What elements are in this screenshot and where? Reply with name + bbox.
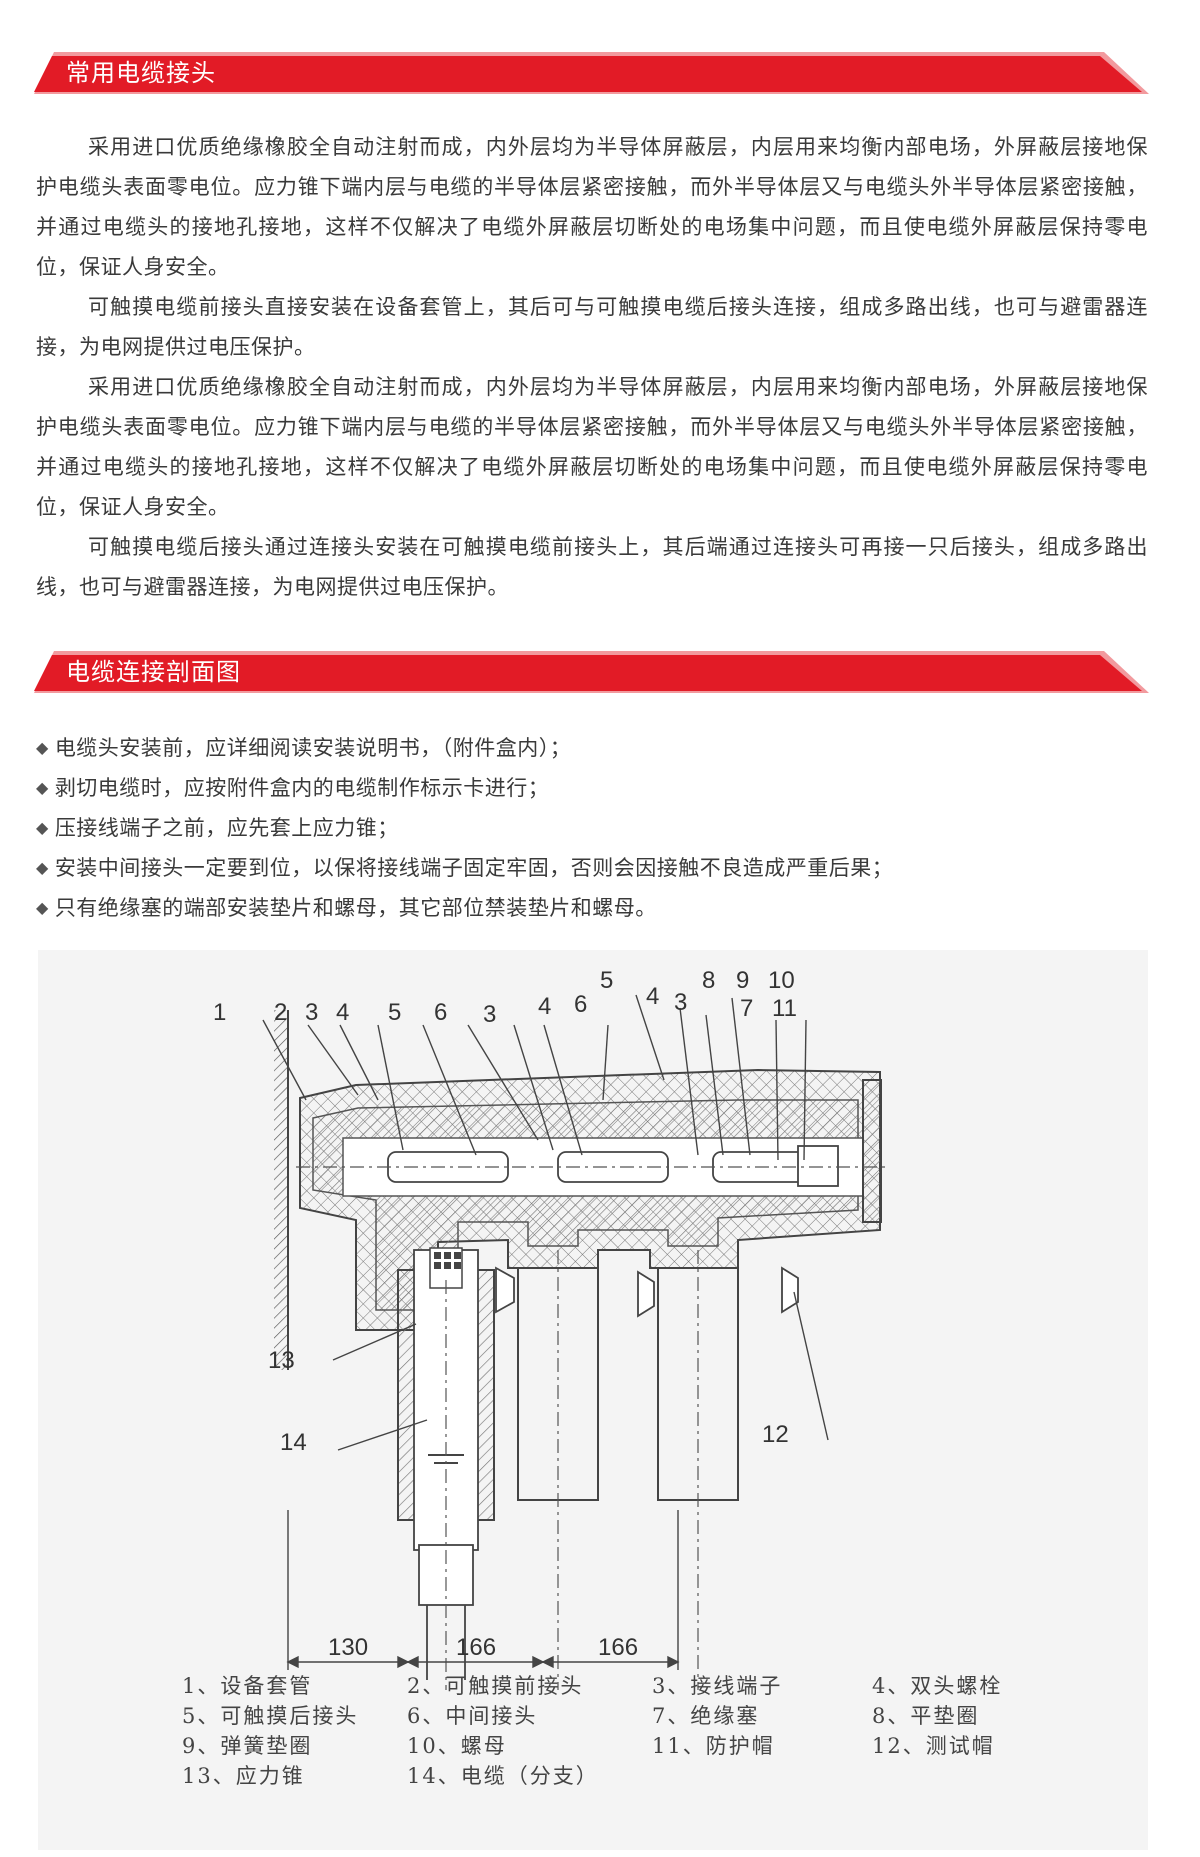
legend-item: 2、可触摸前接头 bbox=[407, 1674, 584, 1698]
diagram-label: 11 bbox=[772, 995, 797, 1022]
diagram-label: 13 bbox=[268, 1347, 295, 1374]
test-caps bbox=[495, 1266, 799, 1318]
legend-item: 5、可触摸后接头 bbox=[182, 1704, 359, 1728]
legend-row: 13、应力锥 14、电缆（分支） bbox=[182, 1760, 1082, 1790]
list-item: ◆压接线端子之前，应先套上应力锥； bbox=[36, 816, 399, 840]
diagram-label: 12 bbox=[762, 1421, 789, 1448]
diagram-label: 5 bbox=[388, 999, 401, 1026]
dimension-lines bbox=[286, 1510, 680, 1670]
installation-notes: ◆电缆头安装前，应详细阅读安装说明书，（附件盒内）； ◆剥切电缆时，应按附件盒内… bbox=[36, 728, 1148, 928]
diagram-label: 4 bbox=[538, 993, 551, 1020]
legend-row: 9、弹簧垫圈 10、螺母 11、防护帽 12、测试帽 bbox=[182, 1730, 1082, 1760]
section-header-banner bbox=[34, 651, 1149, 693]
diagram-label: 4 bbox=[646, 983, 659, 1010]
diagram-label: 6 bbox=[574, 991, 587, 1018]
paragraph: 采用进口优质绝缘橡胶全自动注射而成，内外层均为半导体屏蔽层，内层用来均衡内部电场… bbox=[36, 375, 1148, 519]
legend-item: 13、应力锥 bbox=[182, 1764, 305, 1788]
section-header-cross-section: 电缆连接剖面图 bbox=[34, 651, 1149, 693]
cross-section-figure: 1 2 3 4 5 6 3 4 6 5 4 3 8 9 10 7 11 12 1… bbox=[38, 950, 1148, 1850]
diagram-label: 3 bbox=[305, 999, 318, 1026]
diagram-label: 5 bbox=[600, 967, 613, 994]
list-item: ◆只有绝缘塞的端部安装垫片和螺母，其它部位禁装垫片和螺母。 bbox=[36, 896, 657, 920]
diamond-icon: ◆ bbox=[36, 858, 49, 877]
diagram-label: 7 bbox=[740, 995, 753, 1022]
list-item: ◆安装中间接头一定要到位，以保将接线端子固定牢固，否则会因接触不良造成严重后果； bbox=[36, 856, 894, 880]
stress-cone bbox=[397, 1247, 495, 1690]
legend-item: 12、测试帽 bbox=[872, 1734, 995, 1758]
section-title: 电缆连接剖面图 bbox=[66, 658, 241, 686]
paragraph: 可触摸电缆前接头直接安装在设备套管上，其后可与可触摸电缆后接头连接，组成多路出线… bbox=[36, 295, 1148, 359]
wall bbox=[274, 1010, 289, 1370]
diagram-label: 4 bbox=[336, 999, 349, 1026]
stud-bolts bbox=[387, 1145, 839, 1187]
legend-item: 11、防护帽 bbox=[652, 1734, 775, 1758]
legend-item: 7、绝缘塞 bbox=[652, 1704, 760, 1728]
dimension-label: 130 bbox=[328, 1634, 368, 1661]
section-header-banner bbox=[34, 52, 1149, 94]
diamond-icon: ◆ bbox=[36, 898, 49, 917]
dimension-label: 166 bbox=[456, 1634, 496, 1661]
legend-item: 10、螺母 bbox=[407, 1734, 507, 1758]
diagram-label: 10 bbox=[768, 967, 795, 994]
diagram-label: 1 bbox=[213, 999, 226, 1026]
legend-item: 14、电缆（分支） bbox=[407, 1764, 599, 1788]
dimension-label: 166 bbox=[598, 1634, 638, 1661]
diamond-icon: ◆ bbox=[36, 778, 49, 797]
list-item: ◆剥切电缆时，应按附件盒内的电缆制作标示卡进行； bbox=[36, 776, 550, 800]
leader-lines bbox=[262, 994, 829, 1451]
parts-legend: 1、设备套管 2、可触摸前接头 3、接线端子 4、双头螺栓 5、可触摸后接头 6… bbox=[182, 1670, 1082, 1790]
legend-item: 4、双头螺栓 bbox=[872, 1674, 1003, 1698]
paragraph: 采用进口优质绝缘橡胶全自动注射而成，内外层均为半导体屏蔽层，内层用来均衡内部电场… bbox=[36, 135, 1148, 279]
section-title: 常用电缆接头 bbox=[66, 59, 216, 87]
legend-item: 9、弹簧垫圈 bbox=[182, 1734, 313, 1758]
section-header-cable-joint: 常用电缆接头 bbox=[34, 52, 1149, 94]
diamond-icon: ◆ bbox=[36, 738, 49, 757]
diagram-label: 3 bbox=[483, 1001, 496, 1028]
legend-item: 6、中间接头 bbox=[407, 1704, 538, 1728]
diagram-label: 9 bbox=[736, 967, 749, 994]
diamond-icon: ◆ bbox=[36, 818, 49, 837]
intro-paragraphs: 采用进口优质绝缘橡胶全自动注射而成，内外层均为半导体屏蔽层，内层用来均衡内部电场… bbox=[36, 127, 1148, 607]
diagram-label: 2 bbox=[274, 999, 287, 1026]
diagram-label: 14 bbox=[280, 1429, 307, 1456]
diagram-label: 6 bbox=[434, 999, 447, 1026]
diagram-label: 8 bbox=[702, 967, 715, 994]
legend-item: 3、接线端子 bbox=[652, 1674, 783, 1698]
diagram-label: 3 bbox=[674, 989, 687, 1016]
legend-item: 1、设备套管 bbox=[182, 1674, 313, 1698]
legend-item: 8、平垫圈 bbox=[872, 1704, 980, 1728]
legend-row: 1、设备套管 2、可触摸前接头 3、接线端子 4、双头螺栓 bbox=[182, 1670, 1082, 1700]
paragraph: 可触摸电缆后接头通过连接头安装在可触摸电缆前接头上，其后端通过连接头可再接一只后… bbox=[36, 535, 1148, 599]
branch-cables bbox=[517, 1250, 739, 1690]
cross-section-drawing: 1 2 3 4 5 6 3 4 6 5 4 3 8 9 10 7 11 12 1… bbox=[213, 967, 888, 1690]
legend-row: 5、可触摸后接头 6、中间接头 7、绝缘塞 8、平垫圈 bbox=[182, 1700, 1082, 1730]
list-item: ◆电缆头安装前，应详细阅读安装说明书，（附件盒内）； bbox=[36, 736, 572, 760]
